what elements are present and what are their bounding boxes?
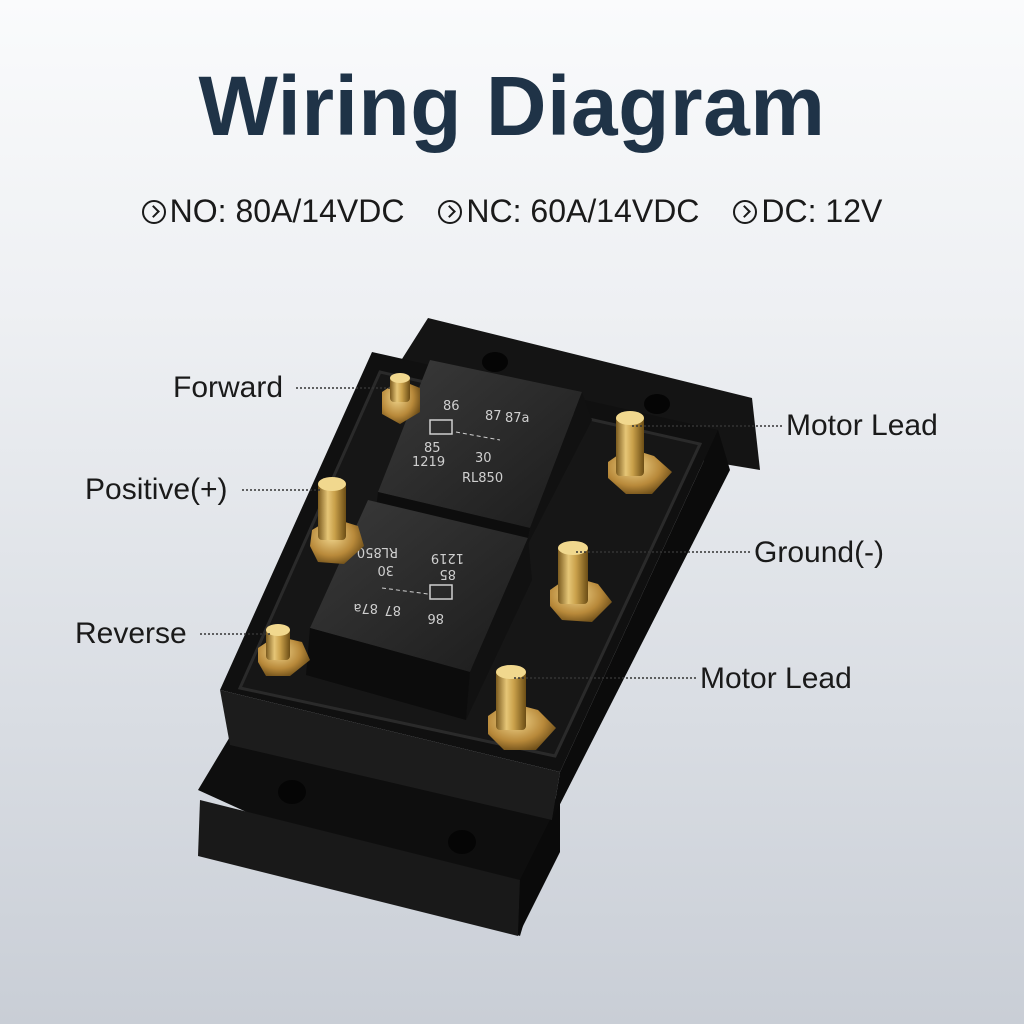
terminal-reverse <box>258 624 310 676</box>
spec-text: NC: 60A/14VDC <box>466 193 700 229</box>
terminal-motor-lead-bottom <box>488 665 556 750</box>
relay-pin-label: 30 <box>377 562 394 577</box>
relay-model: RL850 <box>357 544 398 559</box>
label-ground: Ground(-) <box>754 536 885 569</box>
mounting-hole <box>482 352 508 372</box>
page-title: Wiring Diagram <box>198 59 826 153</box>
label-positive: Positive(+) <box>85 473 228 506</box>
mounting-hole <box>278 780 306 804</box>
relay-model: RL850 <box>462 471 503 486</box>
mounting-base <box>198 720 560 936</box>
relay-pin-label: 85 <box>424 441 441 456</box>
terminal-motor-lead-top <box>608 411 672 494</box>
relay-code: 1219 <box>412 455 445 470</box>
relay-pin-label: 87 <box>485 409 502 424</box>
relay-top: 86 85 87 87a 30 1219 RL850 <box>376 360 592 548</box>
mounting-hole <box>448 830 476 854</box>
leader-lines <box>200 387 782 679</box>
relay-pin-label: 87a <box>505 411 530 426</box>
label-motor-lead-bottom: Motor Lead <box>700 662 852 695</box>
circle-chevron-right-icon <box>141 199 166 224</box>
relay-pin-label: 87 <box>384 602 401 617</box>
relay-bottom: RL850 1219 30 85 87a 87 86 <box>306 500 532 720</box>
spec-dc-voltage: DC: 12V <box>733 193 882 230</box>
relay-pin-label: 86 <box>443 399 460 414</box>
label-forward: Forward <box>173 371 284 404</box>
spec-no-rating: NO: 80A/14VDC <box>141 193 405 230</box>
relay-pin-label: 87a <box>353 600 378 615</box>
spec-text: DC: 12V <box>761 193 883 229</box>
relay-code: 1219 <box>431 550 464 565</box>
label-motor-lead-top: Motor Lead <box>786 409 938 442</box>
terminal-ground <box>550 541 612 622</box>
relay-bottom-markings: RL850 1219 30 85 87a 87 86 <box>353 544 464 625</box>
relay-top-markings: 86 85 87 87a 30 1219 RL850 <box>412 399 530 486</box>
terminal-forward <box>382 373 420 424</box>
terminal-positive <box>310 477 364 564</box>
label-reverse: Reverse <box>75 617 187 650</box>
mounting-hole <box>644 394 670 414</box>
relay-pin-label: 86 <box>427 610 444 625</box>
spec-text: NO: 80A/14VDC <box>169 193 405 229</box>
spec-list: NO: 80A/14VDC NC: 60A/14VDC DC: 12V <box>0 193 1024 230</box>
circle-chevron-right-icon <box>733 199 758 224</box>
relay-pin-label: 85 <box>439 566 456 581</box>
spec-nc-rating: NC: 60A/14VDC <box>438 193 699 230</box>
relay-pin-label: 30 <box>475 451 492 466</box>
circle-chevron-right-icon <box>438 199 463 224</box>
